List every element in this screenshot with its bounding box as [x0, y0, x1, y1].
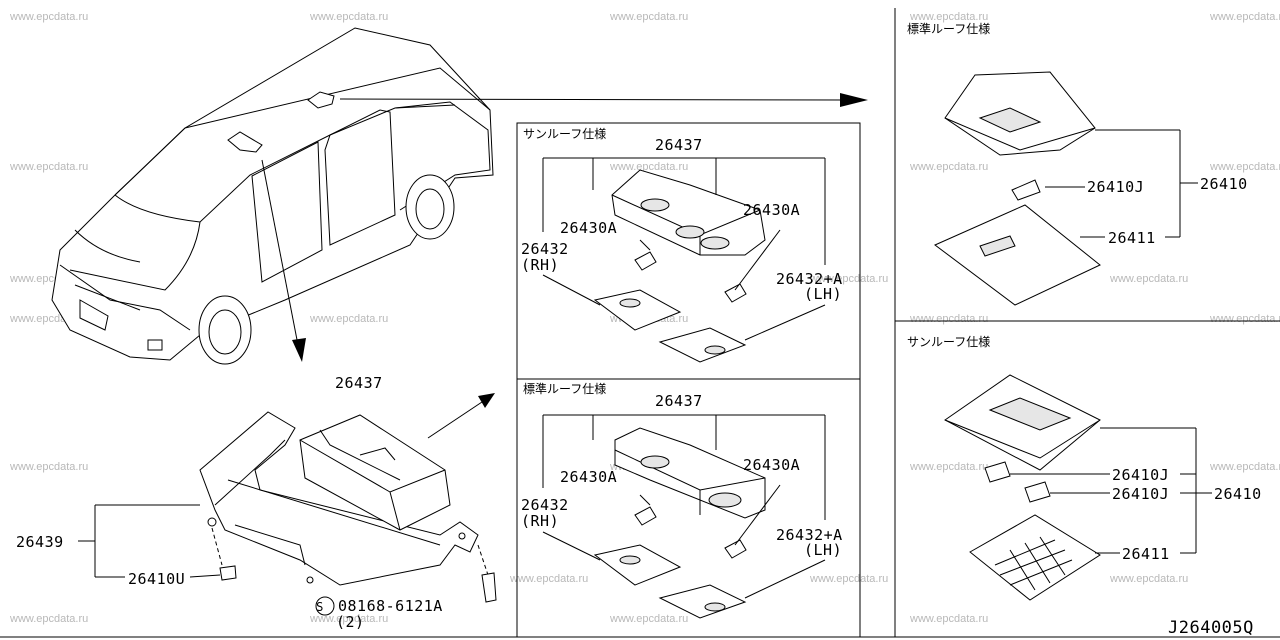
right-standard-lamp — [934, 71, 1198, 306]
watermark: www.epcdata.ru — [1209, 461, 1280, 473]
right-sunroof-lamp — [944, 374, 1212, 601]
label-26437-main: 26437 — [335, 374, 383, 392]
label-26410j-bottom-1: 26410J — [1112, 466, 1169, 484]
vehicle-illustration — [51, 27, 494, 365]
label-26437-standard: 26437 — [655, 392, 703, 410]
label-26432a-bottom: 26432+A — [776, 526, 843, 544]
roof-bracket-assembly — [199, 411, 497, 603]
header-standard-roof-spec-center: 標準ルーフ仕様 — [523, 381, 606, 396]
watermark: www.epcdata.ru — [909, 313, 988, 325]
label-26410j-bottom-2: 26410J — [1112, 485, 1169, 503]
watermark: www.epcdata.ru — [609, 11, 688, 23]
watermark: www.epcdata.ru — [609, 161, 688, 173]
watermark: www.epcdata.ru — [1109, 273, 1188, 285]
label-lh-bottom: (LH) — [804, 541, 842, 559]
sunroof-console-top — [593, 169, 766, 363]
label-26430a-left-top: 26430A — [560, 219, 617, 237]
diagram-code: J264005Q — [1168, 618, 1254, 638]
label-26439: 26439 — [16, 533, 64, 551]
watermark: www.epcdata.ru — [809, 273, 888, 285]
watermark: www.epcdata.ru — [1209, 313, 1280, 325]
watermark: www.epcdata.ru — [309, 313, 388, 325]
label-26430a-right-top: 26430A — [743, 201, 800, 219]
watermark: www.epcdata.ru — [9, 461, 88, 473]
label-26410u: 26410U — [128, 570, 185, 588]
standard-console-bottom — [593, 427, 766, 619]
watermark: www.epcdata.ru — [1109, 573, 1188, 585]
watermark: www.epcdata.ru — [809, 573, 888, 585]
leader-lines-top-box — [542, 157, 826, 341]
part-labels: 26437 26439 26410U S 08168-6121A (2) サンル… — [16, 21, 1262, 638]
watermark: www.epcdata.ru — [909, 613, 988, 625]
label-lh-top: (LH) — [804, 285, 842, 303]
map-lamp-housing-main — [299, 414, 451, 531]
label-26432a-top: 26432+A — [776, 270, 843, 288]
watermark: www.epcdata.ru — [909, 11, 988, 23]
label-26430a-left-bottom: 26430A — [560, 468, 617, 486]
watermark: www.epcdata.ru — [9, 613, 88, 625]
label-08168-6121a: 08168-6121A — [338, 597, 443, 615]
watermark: www.epcdata.ru — [9, 161, 88, 173]
frame-lines — [0, 8, 1280, 638]
label-26411-bottom: 26411 — [1122, 545, 1170, 563]
label-26437-sunroof: 26437 — [655, 136, 703, 154]
watermark: www.epcdata.ru — [9, 11, 88, 23]
watermark: www.epcdata.ru — [909, 461, 988, 473]
screw-symbol-letter: S — [316, 600, 324, 614]
label-26410-top: 26410 — [1200, 175, 1248, 193]
watermark: www.epcdata.ru — [1209, 11, 1280, 23]
watermark: www.epcdata.ru — [509, 573, 588, 585]
label-rh-bottom: (RH) — [521, 512, 559, 530]
header-sunroof-spec-center: サンルーフ仕様 — [523, 127, 606, 141]
watermark: www.epcdata.ru — [909, 161, 988, 173]
header-standard-roof-spec-right: 標準ルーフ仕様 — [907, 21, 990, 36]
label-26410-bottom: 26410 — [1214, 485, 1262, 503]
watermark: www.epcdata.ru — [1209, 161, 1280, 173]
label-qty-2: (2) — [336, 613, 365, 631]
screw-symbol-icon — [315, 596, 335, 616]
watermark: www.epcdata.ru — [609, 613, 688, 625]
header-sunroof-spec-right: サンルーフ仕様 — [907, 335, 990, 349]
leader-lines-bottom-box — [542, 414, 826, 599]
arrow-up-right-icon — [478, 393, 495, 408]
label-26430a-right-bottom: 26430A — [743, 456, 800, 474]
label-26410j-top: 26410J — [1087, 178, 1144, 196]
callout-arrows — [261, 93, 868, 439]
label-26432-bottom: 26432 — [521, 496, 569, 514]
arrow-right-icon — [840, 93, 868, 107]
label-26432-top: 26432 — [521, 240, 569, 258]
leader-lines-left — [78, 504, 335, 616]
watermark: www.epcdata.ru — [309, 11, 388, 23]
label-rh-top: (RH) — [521, 256, 559, 274]
label-26411-top: 26411 — [1108, 229, 1156, 247]
arrow-down-icon — [292, 338, 306, 362]
watermark: www.epcdata.ru — [309, 613, 388, 625]
